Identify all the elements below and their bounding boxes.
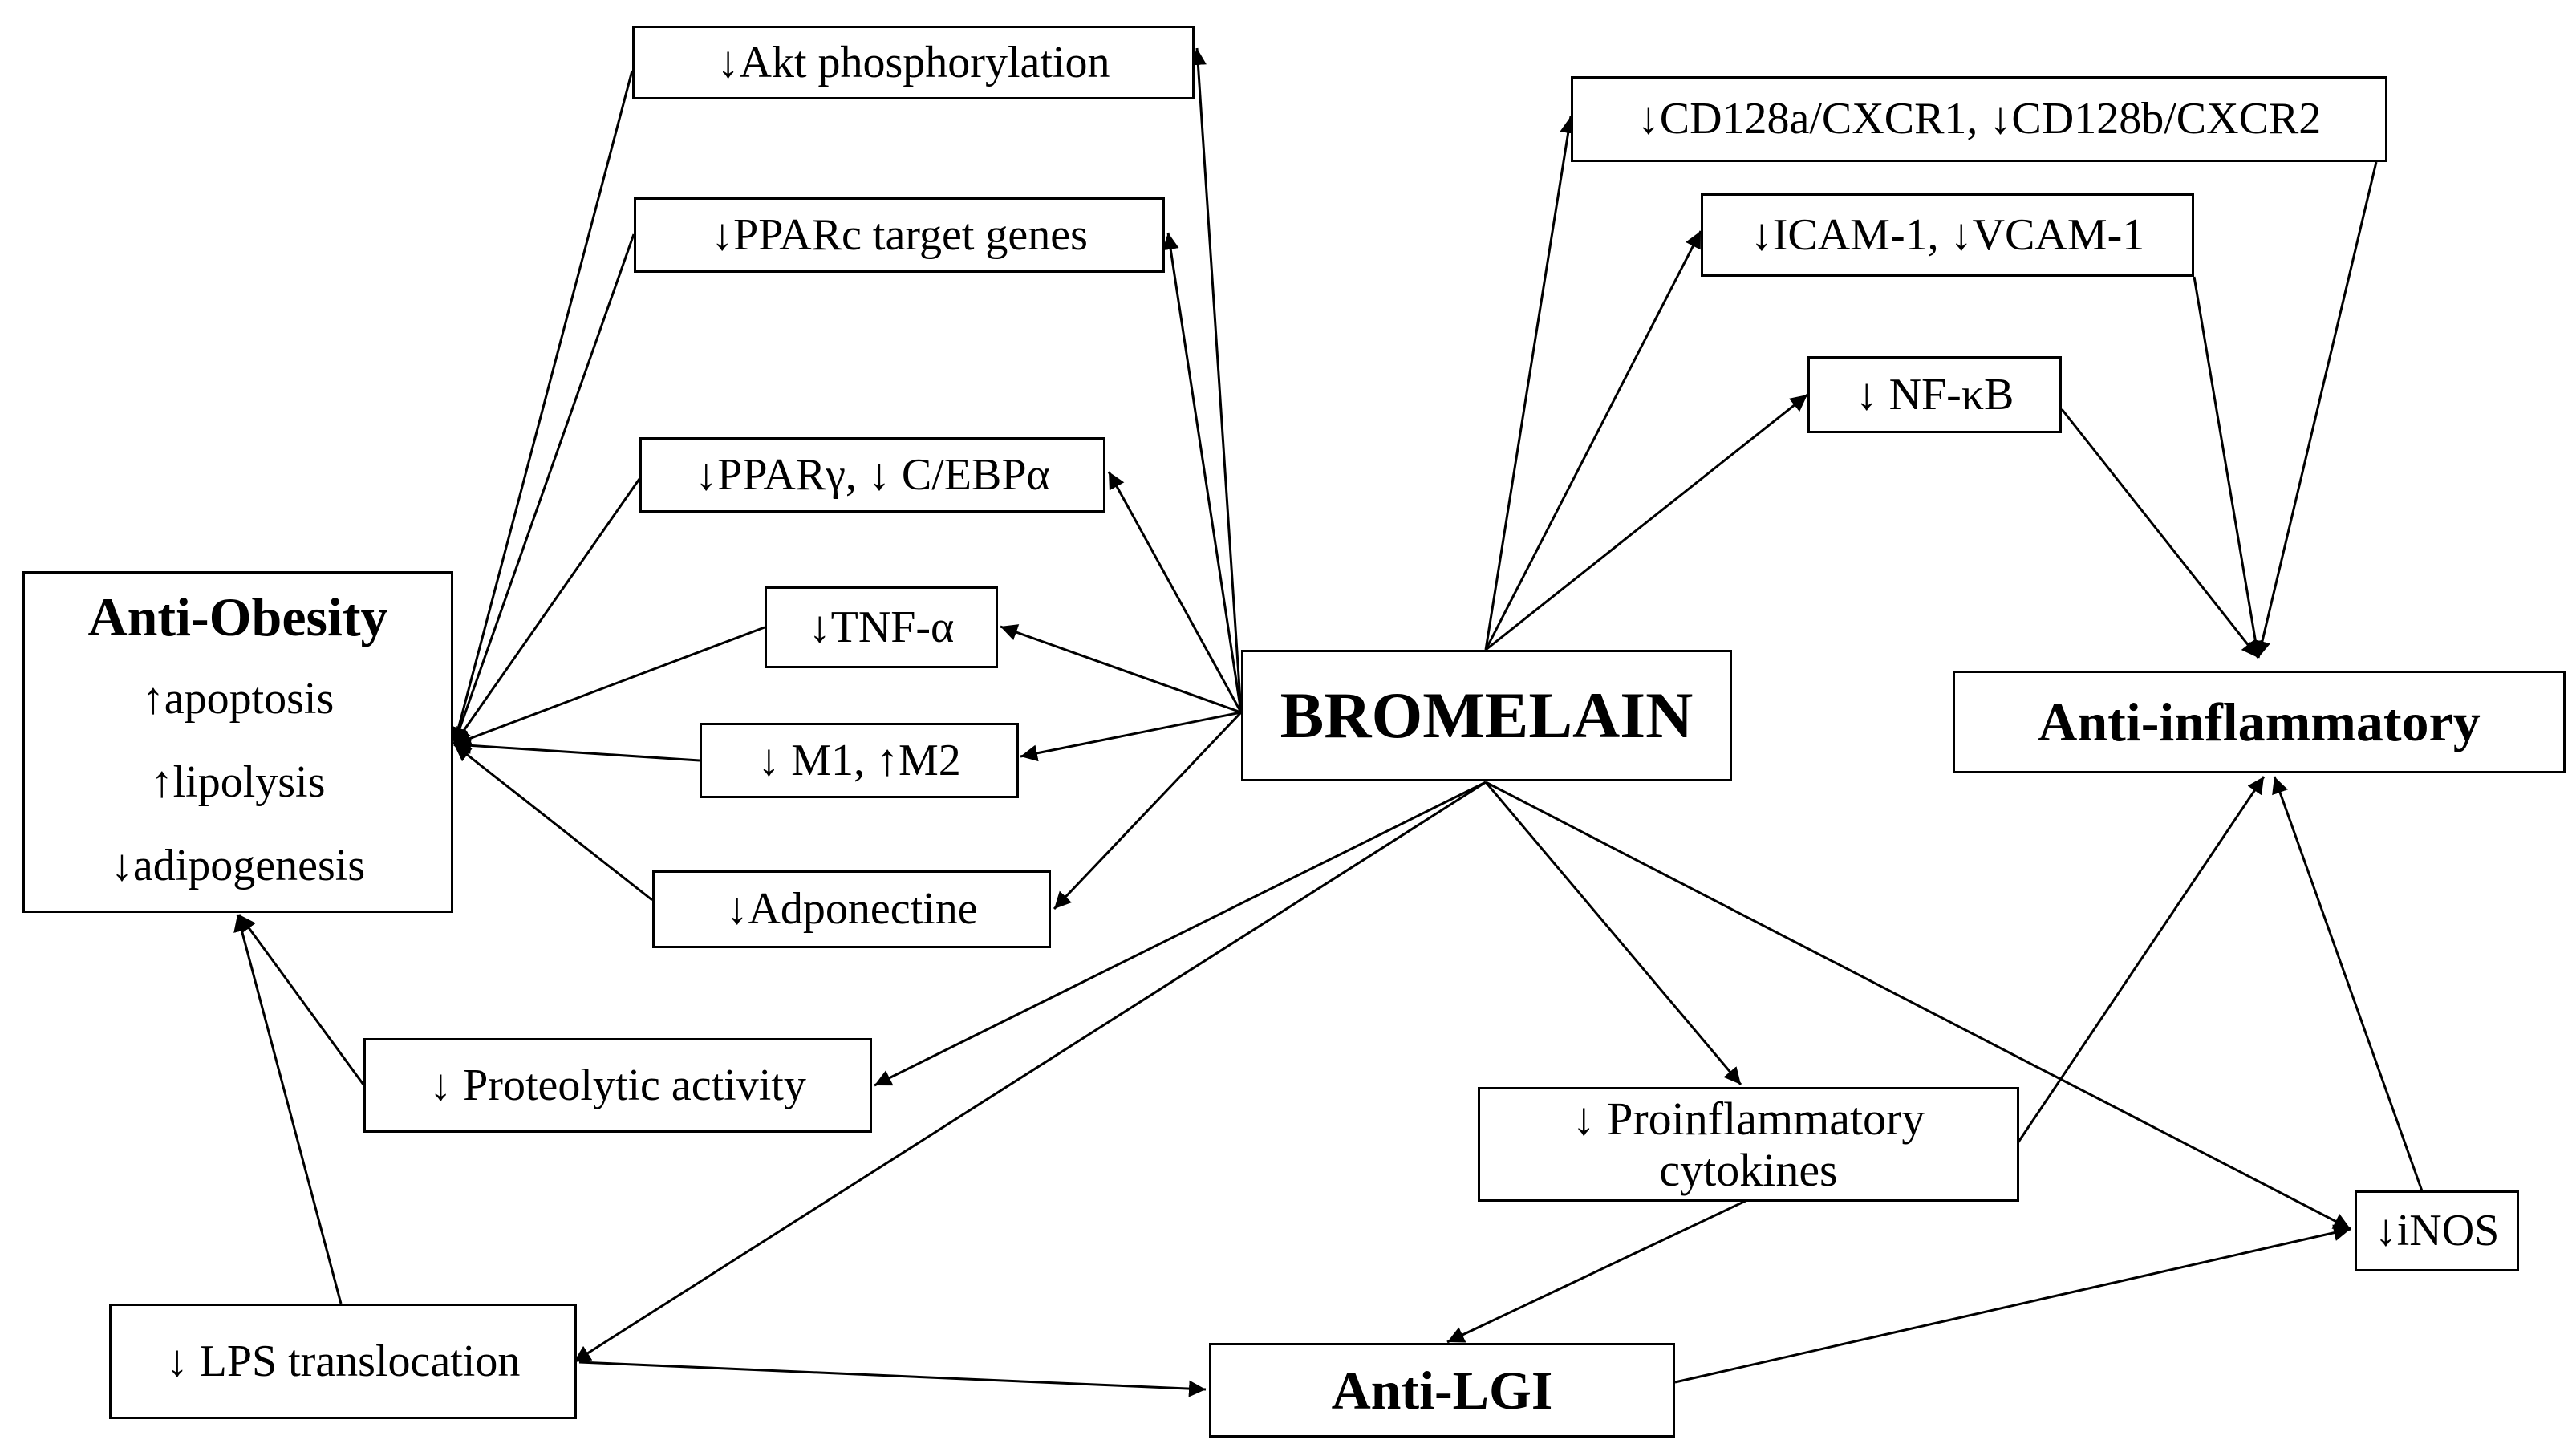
edge-bromelain-akt	[1189, 47, 1243, 713]
proteolytic-activity-label: ↓ Proteolytic activity	[429, 1060, 806, 1110]
pparc-target-genes-box: ↓PPARc target genes	[634, 197, 1165, 273]
bromelain-box: BROMELAIN	[1241, 650, 1732, 781]
edge-bromelain-adpo	[1053, 711, 1243, 911]
tnf-alpha-label: ↓TNF-α	[808, 602, 955, 652]
anti-obesity-box: Anti-Obesity ↑apoptosis ↑lipolysis ↓adip…	[22, 571, 453, 913]
ppargamma-cebpa-label: ↓PPARγ, ↓ C/EBPα	[695, 449, 1050, 500]
edge-pparc-antiobesity	[452, 233, 635, 745]
edge-proinflammatory-antilgi	[1446, 1198, 1748, 1344]
edge-akt-antiobesity	[450, 70, 634, 745]
akt-phosphorylation-box: ↓Akt phosphorylation	[632, 26, 1195, 99]
edge-bromelain-proinflammatory	[1484, 781, 1742, 1085]
icam-vcam-label: ↓ICAM-1, ↓VCAM-1	[1750, 209, 2145, 260]
m1-m2-label: ↓ M1, ↑M2	[757, 735, 961, 785]
nf-kb-box: ↓ NF-κB	[1807, 356, 2062, 433]
edge-proteolytic-antiobesity	[237, 914, 365, 1085]
anti-lgi-label: Anti-LGI	[1331, 1359, 1553, 1421]
edge-bromelain-m1m2	[1020, 711, 1242, 762]
edge-tnf-antiobesity	[453, 626, 765, 747]
lps-translocation-label: ↓ LPS translocation	[165, 1336, 521, 1386]
edge-bromelain-inos	[1485, 781, 2351, 1231]
proinflammatory-cytokines-label: ↓ Proinflammatory cytokines	[1572, 1092, 1925, 1196]
edge-bromelain-nfkb	[1485, 393, 1808, 651]
nf-kb-label: ↓ NF-κB	[1855, 369, 2014, 420]
inos-label: ↓iNOS	[2374, 1206, 2500, 1256]
anti-obesity-item: ↑lipolysis	[150, 757, 326, 807]
anti-obesity-item: ↓adipogenesis	[110, 841, 366, 890]
tnf-alpha-box: ↓TNF-α	[765, 586, 998, 668]
pparc-target-genes-label: ↓PPARc target genes	[711, 209, 1088, 260]
anti-inflammatory-label: Anti-inflammatory	[2038, 691, 2481, 752]
lps-translocation-box: ↓ LPS translocation	[109, 1304, 577, 1419]
edge-antilgi-inos	[1674, 1224, 2351, 1384]
edge-m1m2-antiobesity	[453, 736, 700, 762]
anti-inflammatory-box: Anti-inflammatory	[1953, 671, 2566, 773]
akt-phosphorylation-label: ↓Akt phosphorylation	[716, 37, 1110, 87]
cd128-cxcr-box: ↓CD128a/CXCR1, ↓CD128b/CXCR2	[1571, 76, 2387, 162]
edge-icam-antiinflammatory	[2193, 276, 2264, 659]
edge-bromelain-lps	[573, 781, 1487, 1364]
edge-bromelain-ppargamma	[1107, 471, 1243, 713]
edge-lps-antilgi	[578, 1361, 1207, 1397]
cd128-cxcr-label: ↓CD128a/CXCR1, ↓CD128b/CXCR2	[1637, 94, 2322, 144]
anti-obesity-title: Anti-Obesity	[87, 586, 388, 647]
edge-bromelain-tnf	[1000, 624, 1242, 714]
edge-bromelain-pparc	[1162, 232, 1243, 713]
edge-proinflammatory-antiinflammatory	[2016, 776, 2266, 1144]
edge-lps-antiobesity	[233, 914, 343, 1304]
edge-adpo-antiobesity	[453, 743, 653, 902]
edge-cd128-antiinflammatory	[2253, 161, 2378, 659]
edge-bromelain-cd128	[1484, 116, 1577, 651]
edge-bromelain-proteolytic	[874, 781, 1487, 1087]
edge-inos-antiinflammatory	[2272, 776, 2426, 1198]
bromelain-label: BROMELAIN	[1280, 678, 1694, 752]
edge-nfkb-antiinflammatory	[2060, 408, 2260, 659]
edge-ppargamma-antiobesity	[452, 478, 641, 745]
ppargamma-cebpa-box: ↓PPARγ, ↓ C/EBPα	[639, 437, 1105, 513]
proinflammatory-cytokines-box: ↓ Proinflammatory cytokines	[1478, 1087, 2019, 1202]
inos-box: ↓iNOS	[2355, 1190, 2519, 1271]
m1-m2-box: ↓ M1, ↑M2	[700, 723, 1019, 798]
anti-lgi-box: Anti-LGI	[1209, 1343, 1675, 1438]
anti-obesity-item: ↑apoptosis	[141, 674, 335, 724]
edge-bromelain-icam	[1484, 230, 1702, 651]
adponectine-label: ↓Adponectine	[725, 884, 978, 935]
icam-vcam-box: ↓ICAM-1, ↓VCAM-1	[1701, 193, 2194, 277]
proteolytic-activity-box: ↓ Proteolytic activity	[363, 1038, 872, 1133]
adponectine-box: ↓Adponectine	[652, 870, 1051, 948]
